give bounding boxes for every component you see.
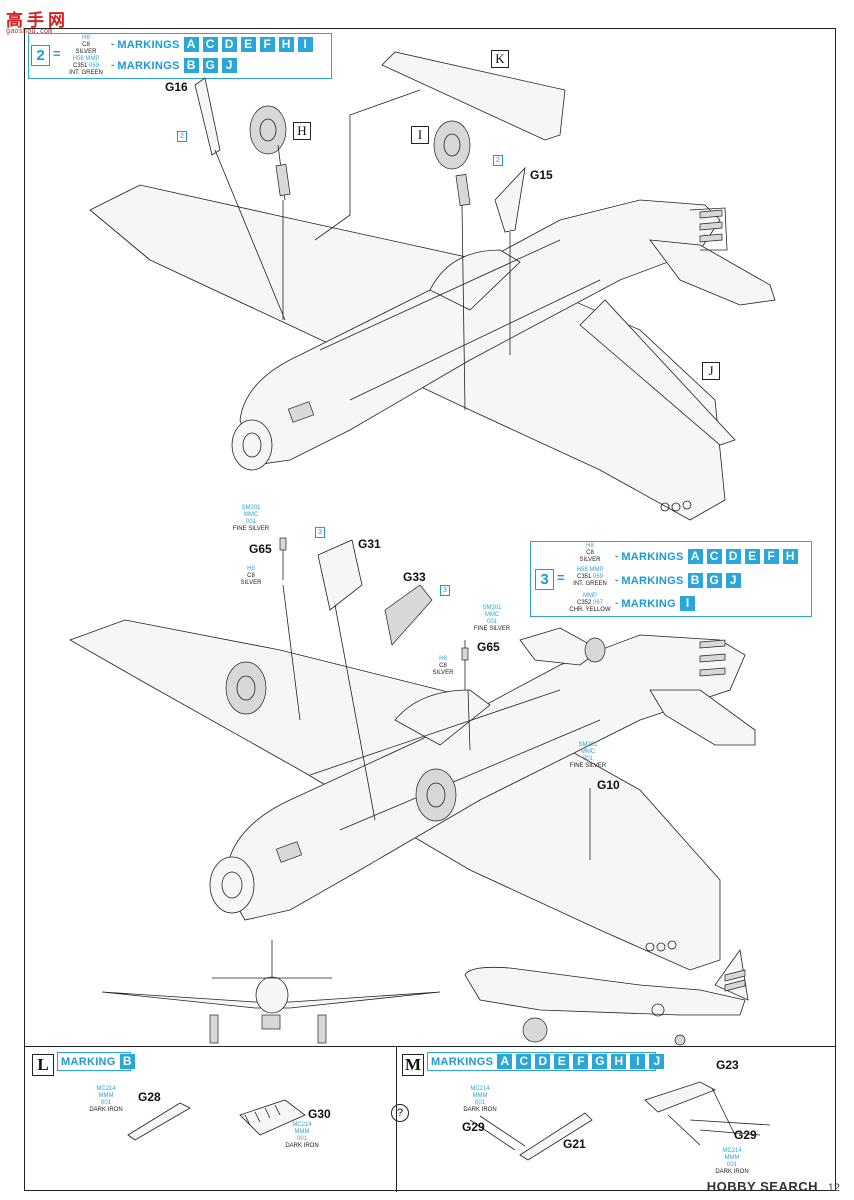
watermark-char-2: 手 bbox=[27, 11, 44, 31]
equals-sign: = bbox=[557, 570, 565, 585]
step-number: 3 bbox=[535, 569, 554, 590]
paint-label-dark-iron: MC214 MMM 001 DARK IRON bbox=[89, 1086, 123, 1113]
detail-letter-h: H bbox=[293, 122, 311, 140]
paint-label-dark-iron: MC214 MMM 001 DARK IRON bbox=[715, 1148, 749, 1175]
question-mark-icon: ? bbox=[391, 1104, 409, 1122]
section-m-drawing bbox=[469, 1081, 771, 1161]
paint-label-dark-iron: MC214 MMM 001 DARK IRON bbox=[463, 1086, 497, 1113]
color-ref-int-green: H58 MMP C351 059 INT. GREEN bbox=[69, 56, 103, 76]
part-label-g65-left: G65 bbox=[249, 542, 272, 556]
part-label-g15: G15 bbox=[530, 168, 553, 182]
part-label-g16: G16 bbox=[165, 80, 188, 94]
side-view-drawing bbox=[464, 948, 749, 1046]
lower-aircraft-drawing bbox=[69, 537, 756, 971]
paint-label-silver: H8 C8 SILVER bbox=[240, 566, 262, 586]
step-marker: 2 bbox=[493, 155, 503, 166]
page-frame bbox=[24, 28, 836, 1191]
watermark-char-1: 高 bbox=[6, 11, 23, 31]
part-label-g29-right: G29 bbox=[734, 1128, 757, 1142]
footer-brand-watermark: HOBBY SEARCH bbox=[706, 1179, 818, 1194]
watermark-logo: 高 手 网 gaoshou.com bbox=[4, 4, 70, 35]
bottom-detail-panel bbox=[24, 1046, 836, 1193]
paint-label-fine-silver: SM201 MMC 001 FINE SILVER bbox=[569, 742, 607, 769]
part-label-g31: G31 bbox=[358, 537, 381, 551]
step-marker: 3 bbox=[440, 585, 450, 596]
part-label-g23: G23 bbox=[716, 1058, 739, 1072]
detail-letter-i: I bbox=[411, 126, 429, 144]
upper-aircraft-drawing bbox=[89, 51, 776, 521]
section-l-drawing bbox=[127, 1099, 306, 1141]
detail-letter-k: K bbox=[491, 50, 509, 68]
part-label-g65-right: G65 bbox=[477, 640, 500, 654]
paint-label-fine-silver: SM201 MMC 001 FINE SILVER bbox=[473, 605, 511, 632]
section-letter-l: L bbox=[32, 1054, 54, 1076]
page-number: 12 bbox=[827, 1182, 840, 1194]
step-number: 2 bbox=[31, 45, 50, 66]
paint-label-fine-silver: SM201 MMC 001 FINE SILVER bbox=[232, 505, 270, 532]
color-ref-silver: H8 C8 SILVER bbox=[579, 543, 601, 563]
section-letter-m: M bbox=[402, 1054, 424, 1076]
section-l-marking-box: MARKING B bbox=[57, 1052, 135, 1071]
part-label-g28: G28 bbox=[138, 1090, 161, 1104]
paint-callout-step-2: 2 = H8 C8 SILVER H58 MMP C351 059 INT. G… bbox=[28, 33, 332, 79]
color-ref-silver: H8 C8 SILVER bbox=[75, 35, 97, 55]
watermark-url: gaoshou.com bbox=[6, 27, 53, 35]
watermark-char-3: 网 bbox=[48, 11, 65, 31]
part-label-g21: G21 bbox=[563, 1137, 586, 1151]
step-marker: 3 bbox=[315, 527, 325, 538]
paint-label-silver: H8 C8 SILVER bbox=[432, 656, 454, 676]
part-label-g29-left: G29 bbox=[462, 1120, 485, 1134]
part-label-g10: G10 bbox=[597, 778, 620, 792]
equals-sign: = bbox=[53, 46, 61, 61]
part-label-g30: G30 bbox=[308, 1107, 331, 1121]
detail-letter-j: J bbox=[702, 362, 720, 380]
color-ref-int-green: H58 MMP C351 059 INT. GREEN bbox=[573, 567, 607, 587]
color-ref-chr-yellow: MMP C352 067 CHR. YELLOW bbox=[569, 593, 611, 613]
part-label-g33: G33 bbox=[403, 570, 426, 584]
paint-callout-step-3: 3 = H8 C8 SILVER H58 MMP C351 059 INT. G… bbox=[530, 541, 812, 617]
paint-label-dark-iron: MC214 MMM 001 DARK IRON bbox=[285, 1122, 319, 1149]
marking-row-3: - MARKING I bbox=[615, 596, 695, 611]
front-view-drawing bbox=[101, 940, 441, 1044]
step-marker: 2 bbox=[177, 131, 187, 142]
